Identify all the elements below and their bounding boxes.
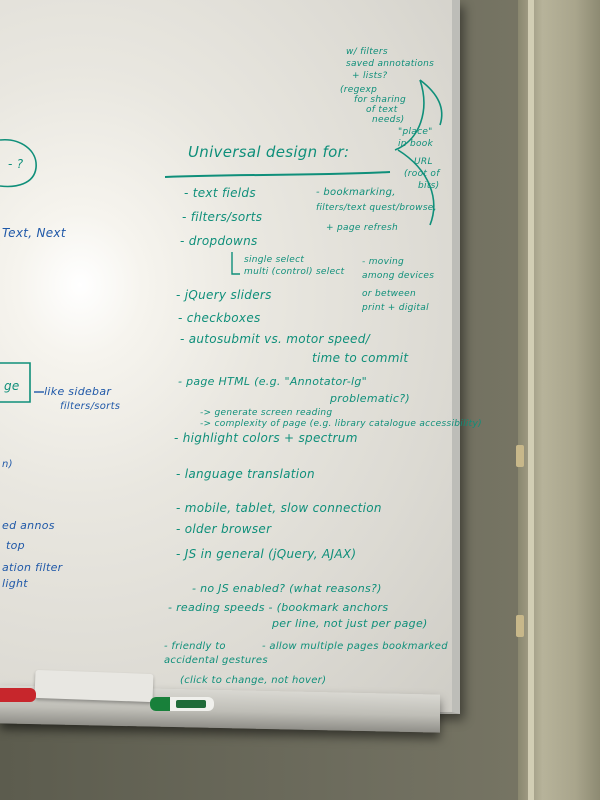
item-click-not-hover: (click to change, not hover) xyxy=(180,675,327,686)
note-print-digital: print + digital xyxy=(362,303,429,313)
eraser xyxy=(34,669,154,703)
left-note-4: filters/sorts xyxy=(60,401,121,412)
sub-single-select: single select xyxy=(244,255,305,265)
item-dropdowns: - dropdowns xyxy=(180,234,258,248)
item-accidental: accidental gestures xyxy=(164,655,268,666)
item-per-line: per line, not just per page) xyxy=(272,617,428,630)
door-hinge xyxy=(516,445,524,467)
item-no-js: - no JS enabled? (what reasons?) xyxy=(192,582,382,595)
item-problematic: problematic?) xyxy=(330,392,410,405)
note-tr-10: (root of xyxy=(404,169,440,179)
item-reading-speeds: - reading speeds - (bookmark anchors xyxy=(168,601,389,614)
green-marker xyxy=(150,697,214,711)
note-moving: - moving xyxy=(362,257,405,267)
item-friendly: - friendly to xyxy=(164,641,226,652)
item-js-general: - JS in general (jQuery, AJAX) xyxy=(176,547,357,561)
item-checkboxes: - checkboxes xyxy=(178,311,261,325)
red-marker xyxy=(0,688,36,702)
note-tr-1: saved annotations xyxy=(346,59,435,69)
sub-multi-select: multi (control) select xyxy=(244,267,345,277)
note-refresh: + page refresh xyxy=(326,223,398,233)
note-or-between: or between xyxy=(362,289,416,299)
whiteboard xyxy=(0,0,460,714)
note-tr-7: "place" xyxy=(398,127,433,137)
sub-complexity: -> complexity of page (e.g. library cata… xyxy=(200,419,482,429)
note-tr-2: + lists? xyxy=(352,71,388,81)
note-tr-11: bits) xyxy=(418,181,440,191)
left-note-6: top xyxy=(6,539,25,552)
left-note-0: - ? xyxy=(8,157,24,171)
item-multiple-pages: - allow multiple pages bookmarked xyxy=(262,641,448,652)
left-note-1: Text, Next xyxy=(2,226,66,240)
left-note-3: - like sidebar xyxy=(36,385,112,398)
item-language-translation: - language translation xyxy=(176,467,315,481)
heading: Universal design for: xyxy=(188,143,350,161)
item-older-browser: - older browser xyxy=(176,522,272,536)
note-tr-6: needs) xyxy=(372,115,405,125)
door-hinge xyxy=(516,615,524,637)
note-tr-9: URL xyxy=(414,157,433,167)
item-highlight-colors: - highlight colors + spectrum xyxy=(174,431,358,445)
note-tr-8: in book xyxy=(398,139,434,149)
note-tr-4: for sharing xyxy=(354,95,407,105)
note-tr-0: w/ filters xyxy=(346,47,388,57)
left-note-7: ation filter xyxy=(2,561,63,574)
note-bookmarking: - bookmarking, xyxy=(316,187,396,198)
left-note-5: ed annos xyxy=(2,519,55,532)
left-note-8: light xyxy=(2,577,28,590)
item-jquery-sliders: - jQuery sliders xyxy=(176,288,272,302)
left-note-2: ge xyxy=(4,379,20,393)
item-filters-sorts: - filters/sorts xyxy=(182,210,263,224)
sub-screen-reading: -> generate screen reading xyxy=(200,408,333,418)
note-tr-3: (regexp xyxy=(340,85,378,95)
item-autosubmit: - autosubmit vs. motor speed/ xyxy=(180,332,370,346)
note-filters: filters/text quest/browse, xyxy=(316,203,437,213)
note-tr-5: of text xyxy=(366,105,398,115)
left-note-9: n) xyxy=(2,459,13,470)
item-page-html: - page HTML (e.g. "Annotator-lg" xyxy=(178,375,368,388)
door-edge xyxy=(528,0,534,800)
item-mobile: - mobile, tablet, slow connection xyxy=(176,501,382,515)
note-among-devices: among devices xyxy=(362,271,435,281)
item-time-to-commit: time to commit xyxy=(312,351,409,365)
item-text-fields: - text fields xyxy=(184,186,256,200)
